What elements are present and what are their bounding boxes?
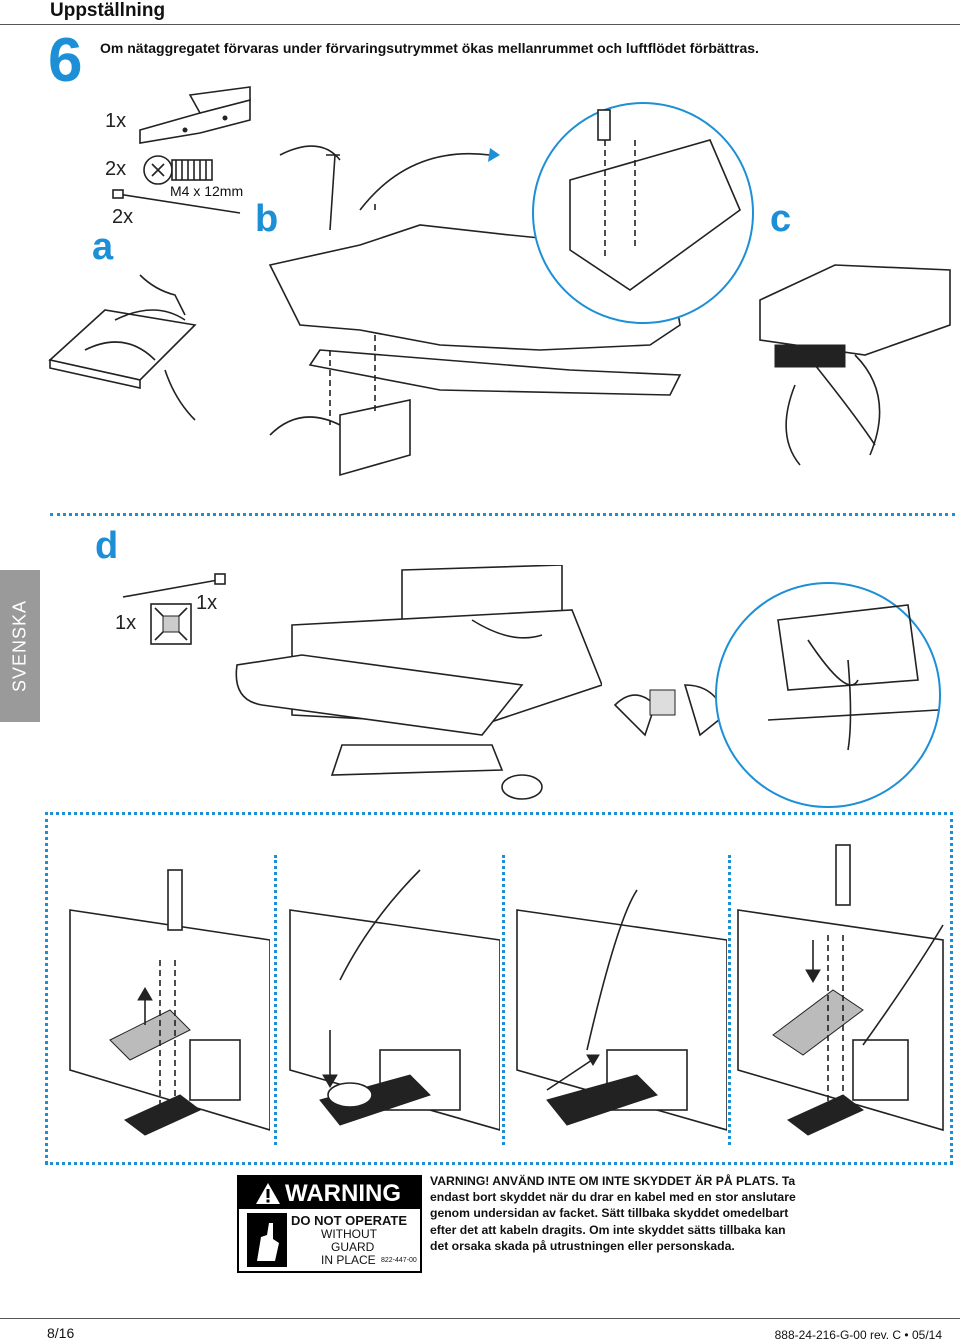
arrow-b-to-c xyxy=(359,148,500,211)
panel-c-letter: c xyxy=(770,198,792,240)
guard-step-divider-2 xyxy=(502,855,505,1145)
guard-step-3 xyxy=(516,889,727,1131)
warning-label-header: WARNING xyxy=(239,1177,420,1209)
warning-code: 822-447-00 xyxy=(381,1257,417,1264)
step-intro: Om nätaggregatet förvaras under förvarin… xyxy=(100,40,759,56)
section-title: Uppställning xyxy=(50,0,166,21)
qty-tie-d: 1x xyxy=(115,612,137,634)
qty-screws: 2x xyxy=(105,158,127,180)
warning-label-heading: WARNING xyxy=(285,1180,401,1207)
panel-d-letter: d xyxy=(95,525,119,567)
tie-mount-icon xyxy=(150,603,192,645)
document-number: 888-24-216-G-00 rev. C • 05/14 xyxy=(774,1328,942,1342)
screw-icon xyxy=(143,155,213,185)
screw-size: M4 x 12mm xyxy=(170,183,244,199)
header-divider xyxy=(0,24,960,25)
panel-a-illustration xyxy=(48,274,197,421)
panel-d-magnifier xyxy=(715,582,941,808)
language-tab-label: SVENSKA xyxy=(9,599,30,693)
language-tab: SVENSKA xyxy=(0,570,40,722)
footer-divider xyxy=(0,1318,960,1319)
warning-line3: GUARD xyxy=(331,1240,375,1254)
step-number: 6 xyxy=(48,26,83,95)
hand-hazard-icon xyxy=(247,1213,287,1267)
warning-text: VARNING! ANVÄND INTE OM INTE SKYDDET ÄR … xyxy=(430,1174,796,1253)
qty-bracket: 1x xyxy=(105,110,127,132)
page-number: 8/16 xyxy=(47,1325,75,1341)
bracket-icon xyxy=(139,86,251,144)
guard-step-divider-3 xyxy=(728,855,731,1145)
panel-a-letter: a xyxy=(92,226,114,268)
section-divider xyxy=(50,513,955,516)
guard-frame-bottom xyxy=(45,1162,953,1165)
warning-label: WARNING DO NOT OPERATE WITHOUT GUARD IN … xyxy=(237,1175,422,1273)
cable-tie-d-icon xyxy=(122,573,226,598)
cable-tie-icon xyxy=(112,189,241,214)
panel-d-illustration xyxy=(235,565,602,800)
warning-line4: IN PLACE xyxy=(321,1253,376,1267)
guard-step-1 xyxy=(69,869,270,1136)
guard-frame-left xyxy=(45,812,48,1164)
guard-step-4 xyxy=(737,844,944,1136)
panel-c-magnifier xyxy=(532,102,754,324)
guard-frame-top xyxy=(45,812,953,815)
panel-c-illustration xyxy=(759,264,951,466)
guard-step-2 xyxy=(289,869,500,1131)
panel-d-hands xyxy=(613,684,726,737)
panel-b-letter: b xyxy=(255,198,279,240)
guard-step-divider-1 xyxy=(274,855,277,1145)
warning-triangle-icon xyxy=(256,1183,280,1204)
guard-frame-right xyxy=(950,812,953,1164)
warning-line2: WITHOUT xyxy=(321,1227,377,1241)
warning-line1: DO NOT OPERATE xyxy=(291,1213,408,1228)
qty-mount-d: 1x xyxy=(196,592,218,614)
qty-ties: 2x xyxy=(112,206,134,228)
